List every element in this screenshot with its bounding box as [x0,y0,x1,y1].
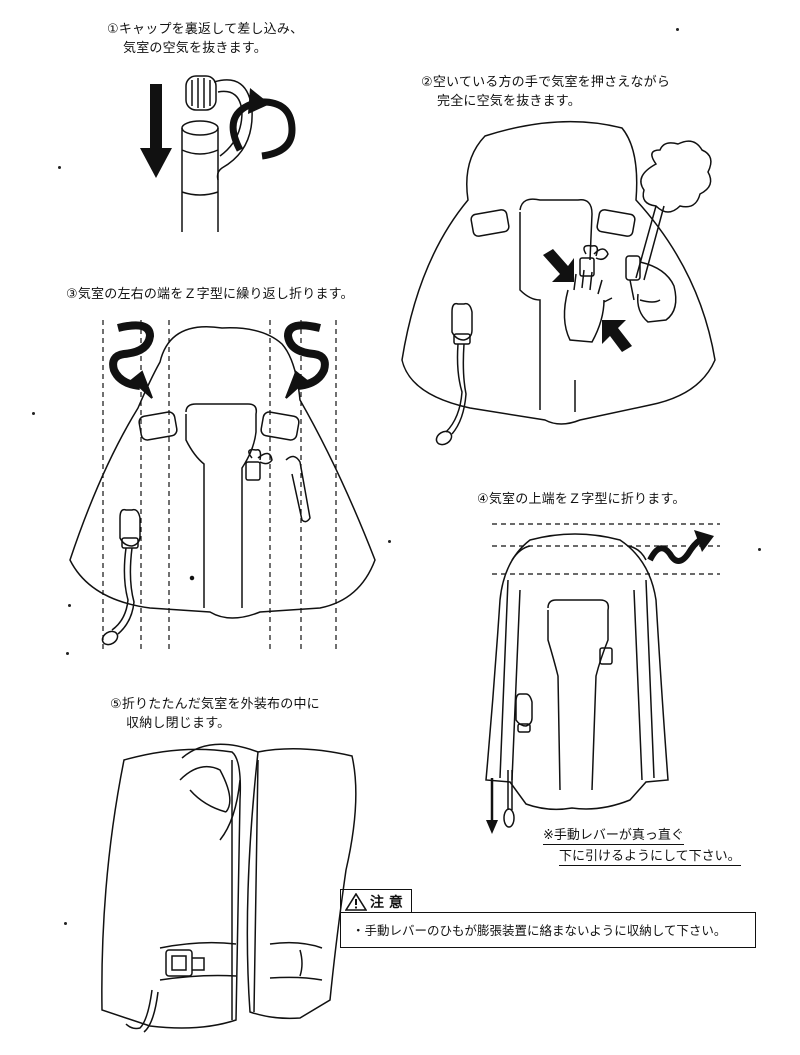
step3-caption: ③気室の左右の端をＺ字型に繰り返し折ります。 [66,285,354,304]
caution-title: 注 意 [370,894,403,911]
scan-speck [68,604,71,607]
caution-header: 注 意 [340,889,412,913]
warning-triangle-icon [345,892,367,911]
top-fold-arrow-icon [647,537,702,564]
step2-line1: ②空いている方の手で気室を押さえながら [421,75,671,90]
step2-caption: ②空いている方の手で気室を押さえながら 完全に空気を抜きます。 [421,73,670,111]
scan-speck [758,548,761,551]
step1-caption: ①キャップを裏返して差し込み、 気室の空気を抜きます。 [107,20,303,58]
step4-illustration [485,523,720,834]
step5-caption: ⑤折りたたんだ気室を外装布の中に 収納し閉じます。 [110,695,320,733]
scan-speck [32,412,35,415]
step1-illustration [140,75,296,232]
down-arrow-icon [140,84,172,178]
step5-line2: 収納し閉じます。 [126,716,231,731]
step4-line1: ④気室の上端をＺ字型に折ります。 [477,492,686,507]
lever-note-line2: 下に引けるようにして下さい。 [559,849,741,866]
step4-caption: ④気室の上端をＺ字型に折ります。 [477,490,686,509]
scan-speck [66,652,69,655]
lever-note-line1: ※手動レバーが真っ直ぐ [543,828,684,845]
z-fold-arrow-icon [109,321,155,390]
scan-speck [64,922,67,925]
step2-illustration [401,120,716,446]
scan-speck [676,28,679,31]
lever-note: ※手動レバーが真っ直ぐ 下に引けるようにして下さい。 [543,826,741,866]
z-fold-arrow-icon-2 [283,321,329,390]
step1-line2: 気室の空気を抜きます。 [123,41,267,56]
caution-text: ・手動レバーのひもが膨張装置に絡まないように収納して下さい。 [352,923,727,938]
caution-box [340,912,756,948]
step5-line1: ⑤折りたたんだ気室を外装布の中に [110,697,320,712]
step5-illustration [101,743,357,1033]
press-arrow-icon [543,249,574,282]
press-arrow-icon-2 [602,320,632,352]
rotate-arrow-icon [229,98,296,160]
step3-illustration [69,320,376,650]
step1-line1: ①キャップを裏返して差し込み、 [107,22,304,37]
scan-speck [58,166,61,169]
step3-line1: ③気室の左右の端をＺ字型に繰り返し折ります。 [66,287,354,302]
scan-speck [388,540,391,543]
step2-line2: 完全に空気を抜きます。 [437,94,581,109]
